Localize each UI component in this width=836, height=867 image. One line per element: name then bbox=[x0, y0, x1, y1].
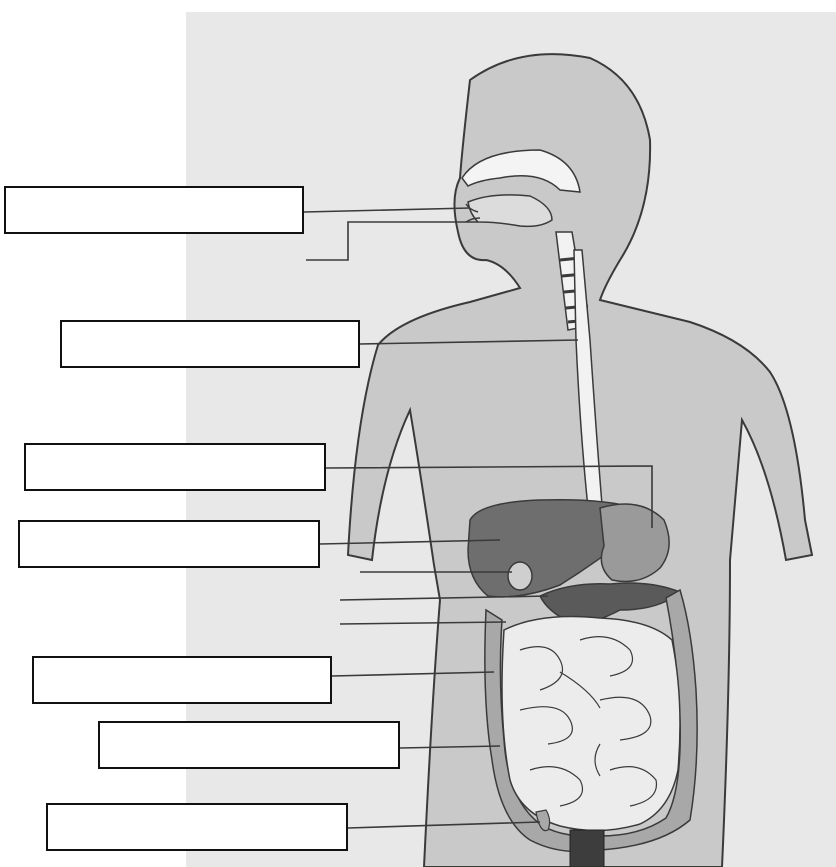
label-box-4-text bbox=[20, 522, 318, 566]
label-box-6-text bbox=[100, 723, 398, 767]
stomach bbox=[600, 504, 669, 582]
label-box-3[interactable] bbox=[24, 443, 326, 491]
label-box-7[interactable] bbox=[46, 803, 348, 851]
label-box-6[interactable] bbox=[98, 721, 400, 769]
label-box-7-text bbox=[48, 805, 346, 849]
label-box-1-text bbox=[6, 188, 302, 232]
label-box-3-text bbox=[26, 445, 324, 489]
label-box-1[interactable] bbox=[4, 186, 304, 234]
small-intestine bbox=[502, 617, 680, 831]
label-box-4[interactable] bbox=[18, 520, 320, 568]
gallbladder bbox=[508, 562, 532, 590]
label-box-2[interactable] bbox=[60, 320, 360, 368]
label-box-5[interactable] bbox=[32, 656, 332, 704]
label-box-2-text bbox=[62, 322, 358, 366]
label-box-5-text bbox=[34, 658, 330, 702]
rectum bbox=[570, 830, 604, 867]
